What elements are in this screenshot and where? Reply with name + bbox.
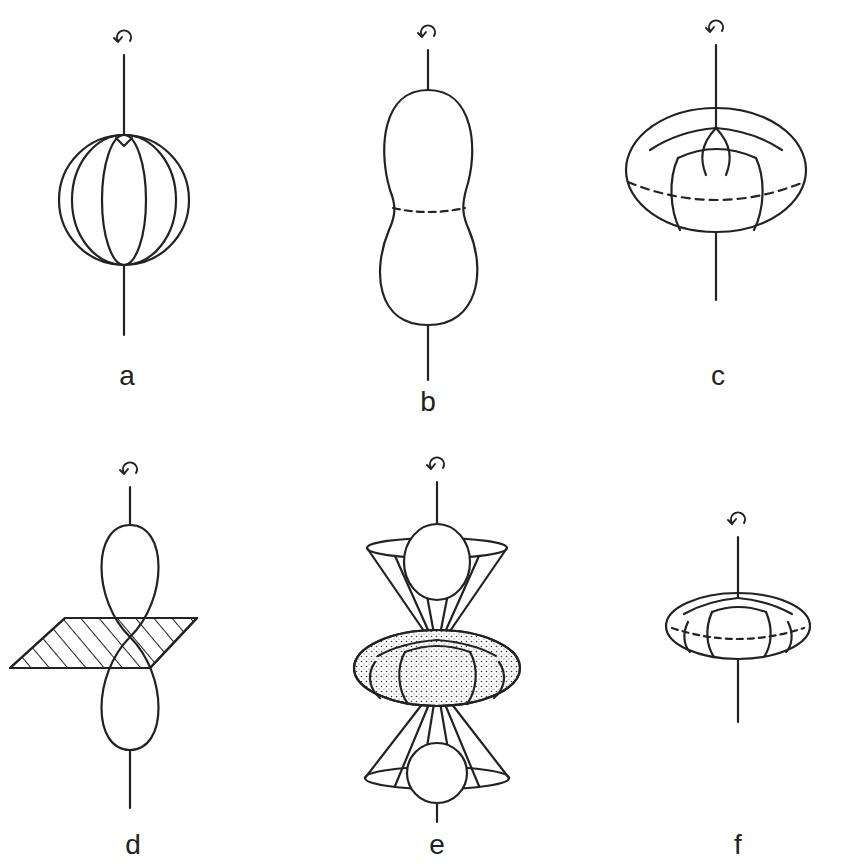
figure-letter: e <box>429 831 445 859</box>
figure-letter: c <box>711 362 725 390</box>
figure-letter: b <box>420 388 436 416</box>
figure-letter: d <box>125 831 141 859</box>
figure-letter: a <box>119 362 135 390</box>
figure-letter: f <box>734 831 742 859</box>
